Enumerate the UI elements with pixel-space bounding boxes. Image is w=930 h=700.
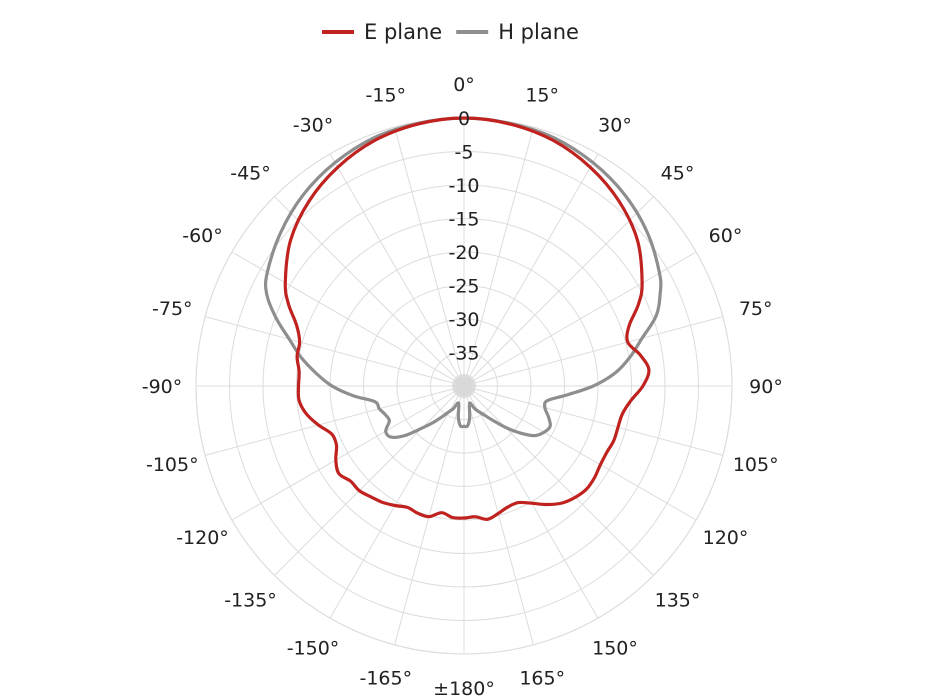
radial-tick-labels: 0 -5 -10 -15 -20 -25 -30 -35 — [448, 108, 479, 365]
grid-spoke — [463, 251, 697, 387]
grid-spoke — [463, 316, 724, 387]
grid-spoke — [463, 385, 724, 456]
angle-tick-label: 90° — [749, 376, 783, 398]
angle-tick-labels: 0° 15° 30° 45° 60° 75° 90° 105° 120° 135° 150° 165°… — [142, 74, 783, 700]
grid-spoke — [204, 385, 465, 456]
grid-spoke — [274, 385, 465, 576]
angle-tick-label: -135° — [224, 590, 277, 612]
angle-tick-label: -150° — [287, 638, 340, 660]
radial-tick-label: 0 — [458, 108, 470, 130]
angle-tick-label: 105° — [733, 454, 779, 476]
grid-spoke — [274, 196, 465, 387]
angle-tick-label: 30° — [598, 115, 632, 137]
angle-tick-label: -90° — [142, 376, 183, 398]
legend: E plane H plane — [322, 20, 579, 44]
radial-tick-label: -10 — [448, 175, 479, 197]
legend-label: H plane — [498, 20, 579, 44]
radial-tick-label: -25 — [448, 276, 479, 298]
angle-tick-label: 0° — [453, 74, 475, 96]
angle-tick-label: 15° — [525, 84, 559, 106]
grid-spoke — [463, 153, 599, 387]
radial-tick-label: -20 — [448, 242, 479, 264]
grid-spoke-minor — [462, 373, 465, 387]
angle-tick-label: -105° — [146, 454, 199, 476]
grid-spoke — [463, 196, 654, 387]
grid-spoke — [463, 385, 534, 646]
angle-tick-label: ±180° — [433, 678, 495, 696]
angle-tick-label: -75° — [152, 298, 193, 320]
grid-spoke — [231, 251, 465, 387]
angle-tick-label: 135° — [655, 590, 701, 612]
grid-spokes — [196, 118, 732, 654]
angle-tick-label: 75° — [739, 298, 773, 320]
grid-spoke — [463, 126, 534, 387]
grid-spoke — [463, 385, 697, 521]
radial-tick-label: -15 — [448, 209, 479, 231]
grid-spoke — [394, 126, 465, 387]
angle-tick-label: -165° — [359, 668, 412, 690]
angle-tick-label: 120° — [703, 527, 749, 549]
angle-tick-label: -120° — [176, 527, 229, 549]
grid-spoke — [204, 316, 465, 387]
series-line-e-plane — [283, 116, 651, 521]
radial-tick-label: -5 — [455, 142, 474, 164]
legend-label: E plane — [364, 20, 442, 44]
grid-spoke — [329, 153, 465, 387]
angle-tick-label: 45° — [661, 163, 695, 185]
grid-spoke — [329, 385, 465, 619]
angle-tick-label: -15° — [366, 84, 407, 106]
angle-tick-label: -60° — [182, 225, 223, 247]
angle-tick-label: 165° — [519, 668, 565, 690]
series-layer — [263, 116, 663, 521]
angle-tick-label: -45° — [230, 163, 271, 185]
angle-tick-label: -30° — [293, 115, 334, 137]
series-line-h-plane — [263, 116, 663, 439]
angle-tick-label: 60° — [709, 225, 743, 247]
grid-spoke — [463, 385, 654, 576]
grid-spoke — [231, 385, 465, 521]
radial-tick-label: -35 — [448, 343, 479, 365]
radial-tick-label: -30 — [448, 309, 479, 331]
angle-tick-label: 150° — [592, 638, 638, 660]
